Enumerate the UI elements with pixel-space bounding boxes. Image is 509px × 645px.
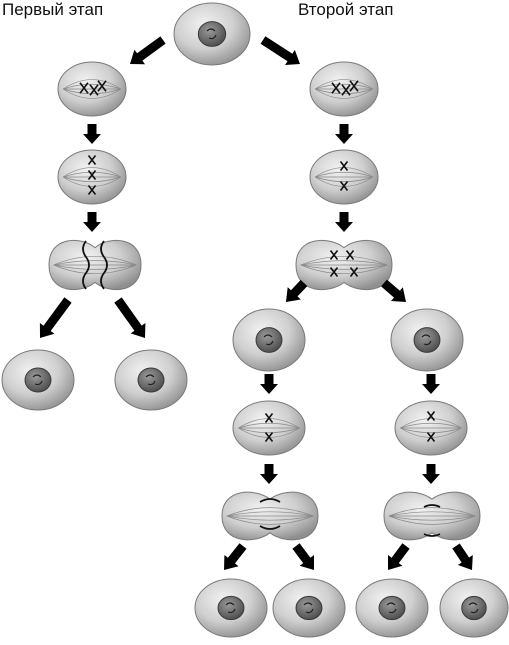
arrow-16 — [292, 543, 314, 570]
final-cell-3 — [355, 578, 429, 638]
arrow-6 — [114, 297, 146, 338]
final-cell-4 — [439, 578, 509, 638]
left-metaphase-cell — [57, 149, 127, 205]
left-anaphase-cell — [48, 240, 142, 290]
arrow-14 — [422, 464, 440, 484]
left-daughter-cell-1 — [1, 349, 75, 411]
right-right-anaphase-cell — [383, 491, 481, 541]
arrow-13 — [260, 464, 278, 484]
right-right-metaphase-cell — [394, 400, 468, 456]
left-prophase-cell — [57, 61, 127, 117]
arrow-5 — [39, 297, 72, 338]
arrow-3 — [83, 124, 101, 144]
arrow-8 — [335, 212, 353, 232]
arrow-10 — [381, 279, 406, 302]
arrow-18 — [452, 543, 473, 570]
right-metaphase-cell — [309, 149, 379, 205]
right-left-metaphase-cell — [232, 400, 306, 456]
arrow-17 — [388, 543, 410, 570]
arrow-7 — [335, 124, 353, 144]
right-right-interphase-cell — [390, 308, 464, 372]
arrow-2 — [260, 36, 300, 65]
arrow-9 — [286, 279, 308, 302]
first-stage-label: Первый этап — [2, 0, 104, 19]
second-stage-label: Второй этап — [298, 0, 394, 19]
final-cell-1 — [194, 578, 268, 638]
arrow-11 — [260, 374, 278, 394]
right-anaphase-cell — [295, 239, 393, 291]
right-left-interphase-cell — [232, 308, 306, 372]
final-cell-2 — [272, 578, 346, 638]
parent-cell — [173, 2, 251, 66]
arrow-4 — [83, 212, 101, 232]
right-prophase-cell — [309, 61, 379, 117]
right-left-anaphase-cell — [221, 491, 319, 541]
arrow-1 — [130, 36, 166, 65]
arrow-12 — [422, 374, 440, 394]
arrow-15 — [224, 543, 247, 570]
left-daughter-cell-2 — [114, 349, 188, 411]
